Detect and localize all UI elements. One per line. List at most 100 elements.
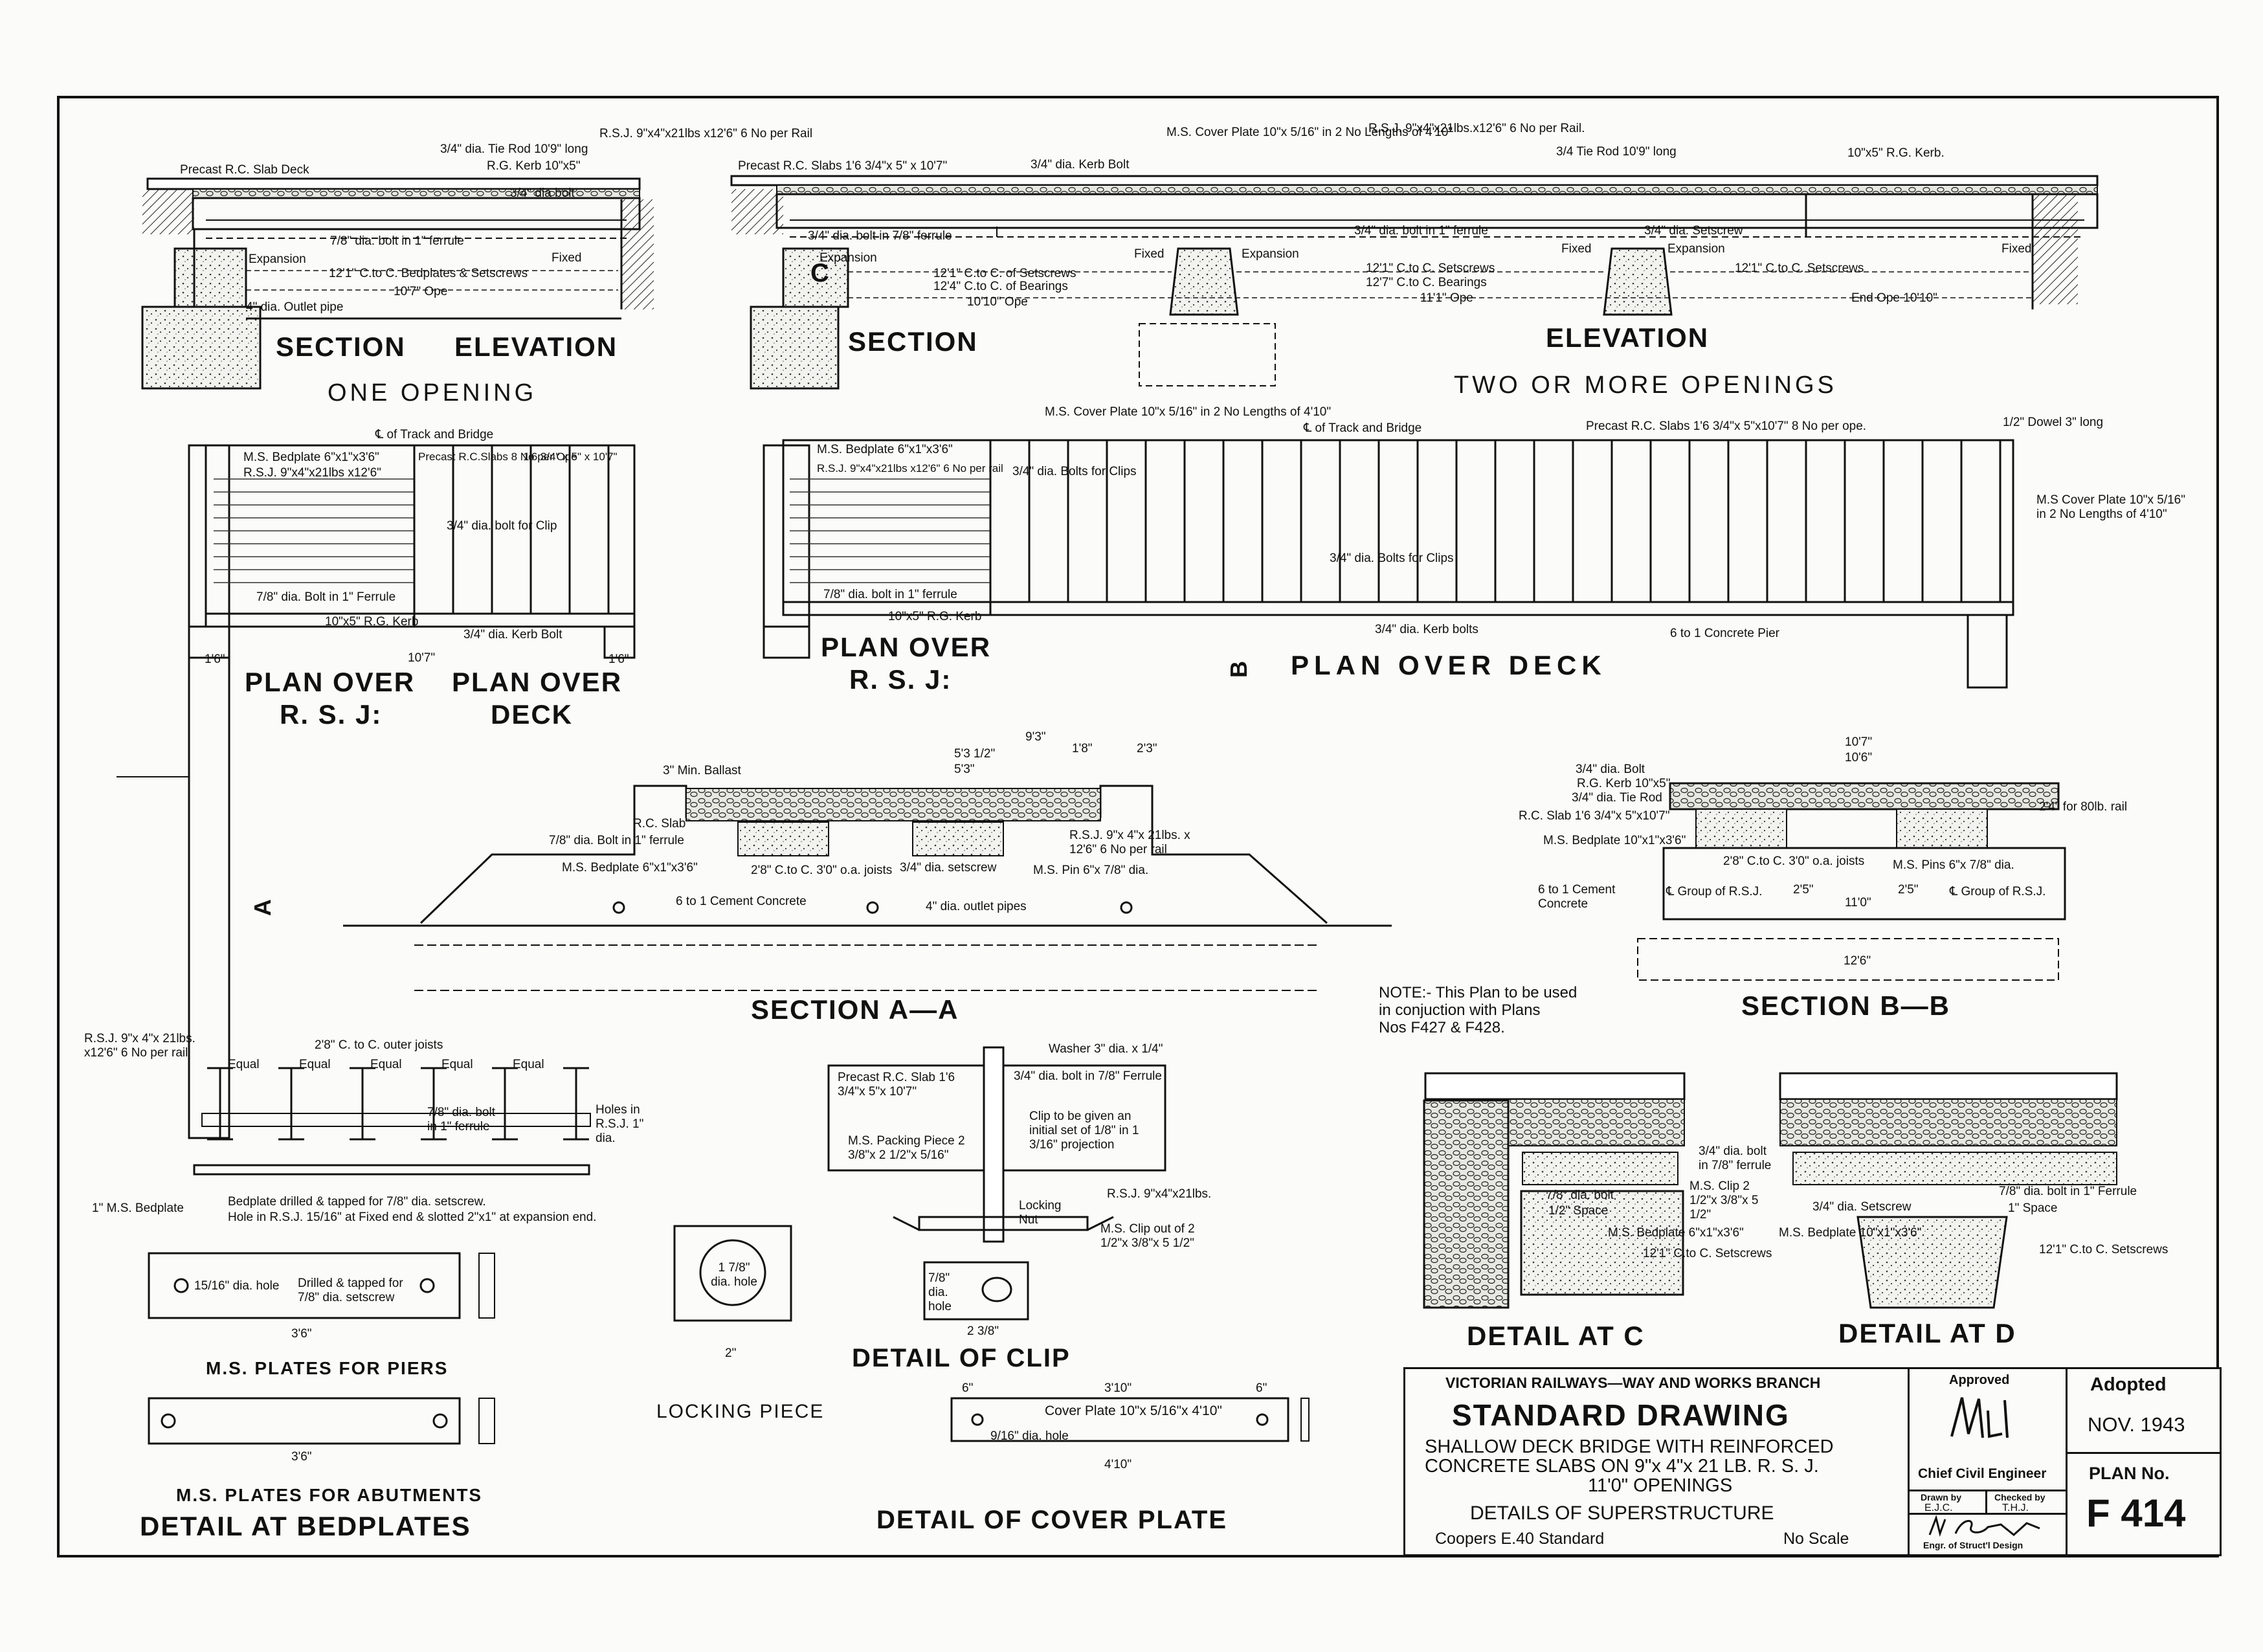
annotation: ℄ of Track and Bridge — [1304, 421, 1422, 435]
annotation: 12'1" C.to C. Setscrews — [1643, 1247, 1772, 1260]
annotation: 10"x5" R.G. Kerb. — [1847, 146, 1945, 160]
annotation: 7/8" dia. Bolt in 1" Ferrule — [256, 590, 396, 604]
plan-one-opening-drawing — [117, 444, 636, 1139]
annotation: M.S. Pin 6"x 7/8" dia. — [1033, 864, 1149, 877]
section-label-1: SECTION — [276, 331, 406, 362]
annotation: 12'1" C.to C. Setscrews — [1366, 262, 1495, 275]
annotation: M.S. Clip out of 2 1/2"x 3/8"x 5 1/2" — [1100, 1222, 1195, 1250]
annotation: 10'7" — [1845, 735, 1873, 749]
annotation: 3/4" dia. bolt in 7/8" ferrule — [808, 229, 952, 243]
detail-cover-plate-title: DETAIL OF COVER PLATE — [876, 1506, 1228, 1534]
annotation: R.C. Slab 1'6 3/4"x 5"x10'7" — [1519, 809, 1670, 823]
annotation: Cover Plate 10"x 5/16"x 4'10" — [1045, 1403, 1222, 1418]
detail-bedplates-title: DETAIL AT BEDPLATES — [140, 1511, 471, 1541]
annotation: M.S. Bedplate 6"x1"x3'6" — [562, 861, 698, 875]
annotation: 3'6" — [291, 1327, 312, 1341]
annotation: Equal — [441, 1058, 473, 1071]
annotation: 10'7" Ope — [394, 285, 448, 298]
adopted-label: Adopted — [2090, 1374, 2167, 1395]
one-opening-drawing — [141, 177, 654, 390]
annotation: 7/8" dia. bolt in 1" ferrule — [330, 234, 464, 248]
annotation: 15/16" dia. hole — [194, 1279, 280, 1293]
annotation: R.C. Slab — [633, 817, 686, 831]
plan-deck-label-1a: PLAN OVER — [452, 667, 623, 697]
marker-c: C — [810, 259, 831, 287]
note-line-3: Nos F427 & F428. — [1379, 1019, 1505, 1036]
scale: No Scale — [1783, 1530, 1849, 1548]
annotation: Expansion — [819, 251, 877, 265]
annotation: 3/4" dia bolt — [510, 186, 575, 200]
annotation: 7/8" dia. bolt in 1" Ferrule — [1999, 1185, 2137, 1198]
plan-rsj-label-2b: R. S. J: — [849, 664, 952, 695]
railway-name: VICTORIAN RAILWAYS—WAY AND WORKS BRANCH — [1445, 1374, 1821, 1391]
annotation: 3/4" dia. Kerb Bolt — [463, 628, 563, 642]
annotation: 10"x5" R.G. Kerb — [325, 615, 419, 629]
annotation: Fixed — [552, 251, 582, 265]
annotation: 5'3 1/2" — [954, 747, 996, 761]
detail-d-title: DETAIL AT D — [1838, 1318, 2016, 1348]
checked-by: T.H.J. — [2002, 1502, 2029, 1513]
annotation: M.S. Bedplate 10"x1"x3'6" — [1543, 834, 1686, 847]
annotation: 3/4" dia. bolt in 7/8" ferrule — [1699, 1144, 1772, 1172]
annotation: R.S.J. 9"x4"x21lbs x12'6" 6 No per rail — [817, 462, 1003, 474]
annotation: 5'3" — [954, 763, 975, 776]
annotation: 6" — [1256, 1381, 1267, 1395]
annotation: Equal — [513, 1058, 544, 1071]
annotation: 1'6" — [608, 653, 629, 666]
approval-signature — [1950, 1397, 2009, 1438]
annotation: R.S.J. 9"x4"x21lbs x12'6" 6 No per Rail — [599, 127, 813, 140]
annotation: 11'1" Ope — [1420, 291, 1473, 305]
plan-number: F 414 — [2086, 1491, 2186, 1535]
annotation: 3/4 Tie Rod 10'9" long — [1556, 145, 1677, 159]
annotation: 7/8" dia. bolt in 1" ferrule — [823, 588, 957, 601]
plan-two-openings-drawing — [763, 439, 2014, 689]
annotation: 3/4" dia. bolt for Clip — [447, 519, 557, 533]
drawing-desc-4: DETAILS OF SUPERSTRUCTURE — [1470, 1502, 1774, 1524]
annotation: 3/4" dia. Tie Rod — [1572, 791, 1662, 805]
drawing-title: STANDARD DRAWING — [1452, 1398, 1790, 1432]
annotation: M.S. Clip 2 1/2"x 3/8"x 5 1/2" — [1689, 1179, 1759, 1222]
annotation: Precast R.C. Slabs 1'6 3/4"x 5"x10'7" 8 … — [1586, 419, 1867, 433]
annotation: 1/2" Space — [1548, 1204, 1609, 1218]
title-block: VICTORIAN RAILWAYS—WAY AND WORKS BRANCH … — [1403, 1367, 2222, 1556]
annotation: 2'8" C.to C. 3'0" o.a. joists — [1723, 854, 1865, 868]
plan-rsj-label-1b: R. S. J: — [280, 699, 383, 730]
annotation: 12'4" C.to C. of Bearings — [933, 280, 1068, 293]
annotation: 12'6" — [1844, 954, 1871, 968]
annotation: M.S. Cover Plate 10"x 5/16" in 2 No Leng… — [1166, 126, 1453, 139]
marker-a: A — [249, 898, 276, 916]
annotation: 3/4" dia. Bolts for Clips — [1330, 552, 1454, 565]
annotation: R.G. Kerb 10"x5" — [1577, 777, 1671, 790]
annotation: 3'10" — [1104, 1381, 1132, 1395]
bedplate-detail-drawing — [148, 1067, 591, 1445]
annotation: Fixed — [2001, 242, 2032, 256]
annotation: R.S.J. 9"x 4"x 21lbs. x 12'6" 6 No per r… — [1069, 829, 1190, 856]
annotation: 4" dia. Outlet pipe — [246, 300, 344, 314]
detail-clip-title: DETAIL OF CLIP — [852, 1344, 1071, 1372]
annotation: R.S.J. 9"x4"x21lbs x12'6" — [243, 466, 381, 480]
annotation: ℄ of Track and Bridge — [375, 428, 494, 441]
annotation: 10'10" Ope — [967, 295, 1028, 309]
chief-engineer: Chief Civil Engineer — [1918, 1466, 2047, 1481]
annotation: 2'8" C. to C. outer joists — [315, 1038, 443, 1052]
engineer-signature — [1928, 1515, 2040, 1537]
annotation: 6 to 1 Cement Concrete — [676, 895, 807, 908]
annotation: Expansion — [1242, 247, 1299, 261]
plates-piers-label: M.S. PLATES FOR PIERS — [206, 1358, 449, 1378]
annotation: Washer 3" dia. x 1/4" — [1049, 1042, 1163, 1056]
annotation: 2'5" — [1898, 883, 1919, 897]
annotation: Fixed — [1561, 242, 1592, 256]
annotation: 10'6" — [1845, 751, 1873, 765]
one-opening-caption: ONE OPENING — [328, 379, 537, 407]
engr-design: Engr. of Struct'l Design — [1923, 1540, 2023, 1550]
clip-detail-drawing — [827, 1046, 1166, 1321]
elevation-label-2: ELEVATION — [1546, 322, 1710, 353]
annotation: 1'6 3/4" x 5" x 10'7" — [523, 451, 618, 463]
annotation: 3/4" dia. bolt in 1" ferrule — [1354, 224, 1488, 238]
annotation: R.G. Kerb 10"x5" — [487, 159, 581, 173]
plan-deck-label-2: PLAN OVER DECK — [1291, 650, 1607, 680]
marker-b: B — [1225, 660, 1252, 678]
annotation: Precast R.C. Slab 1'6 3/4"x 5"x 10'7" — [838, 1071, 955, 1099]
detail-d-drawing — [1779, 1072, 2118, 1309]
annotation: 2'3" — [1137, 742, 1157, 755]
